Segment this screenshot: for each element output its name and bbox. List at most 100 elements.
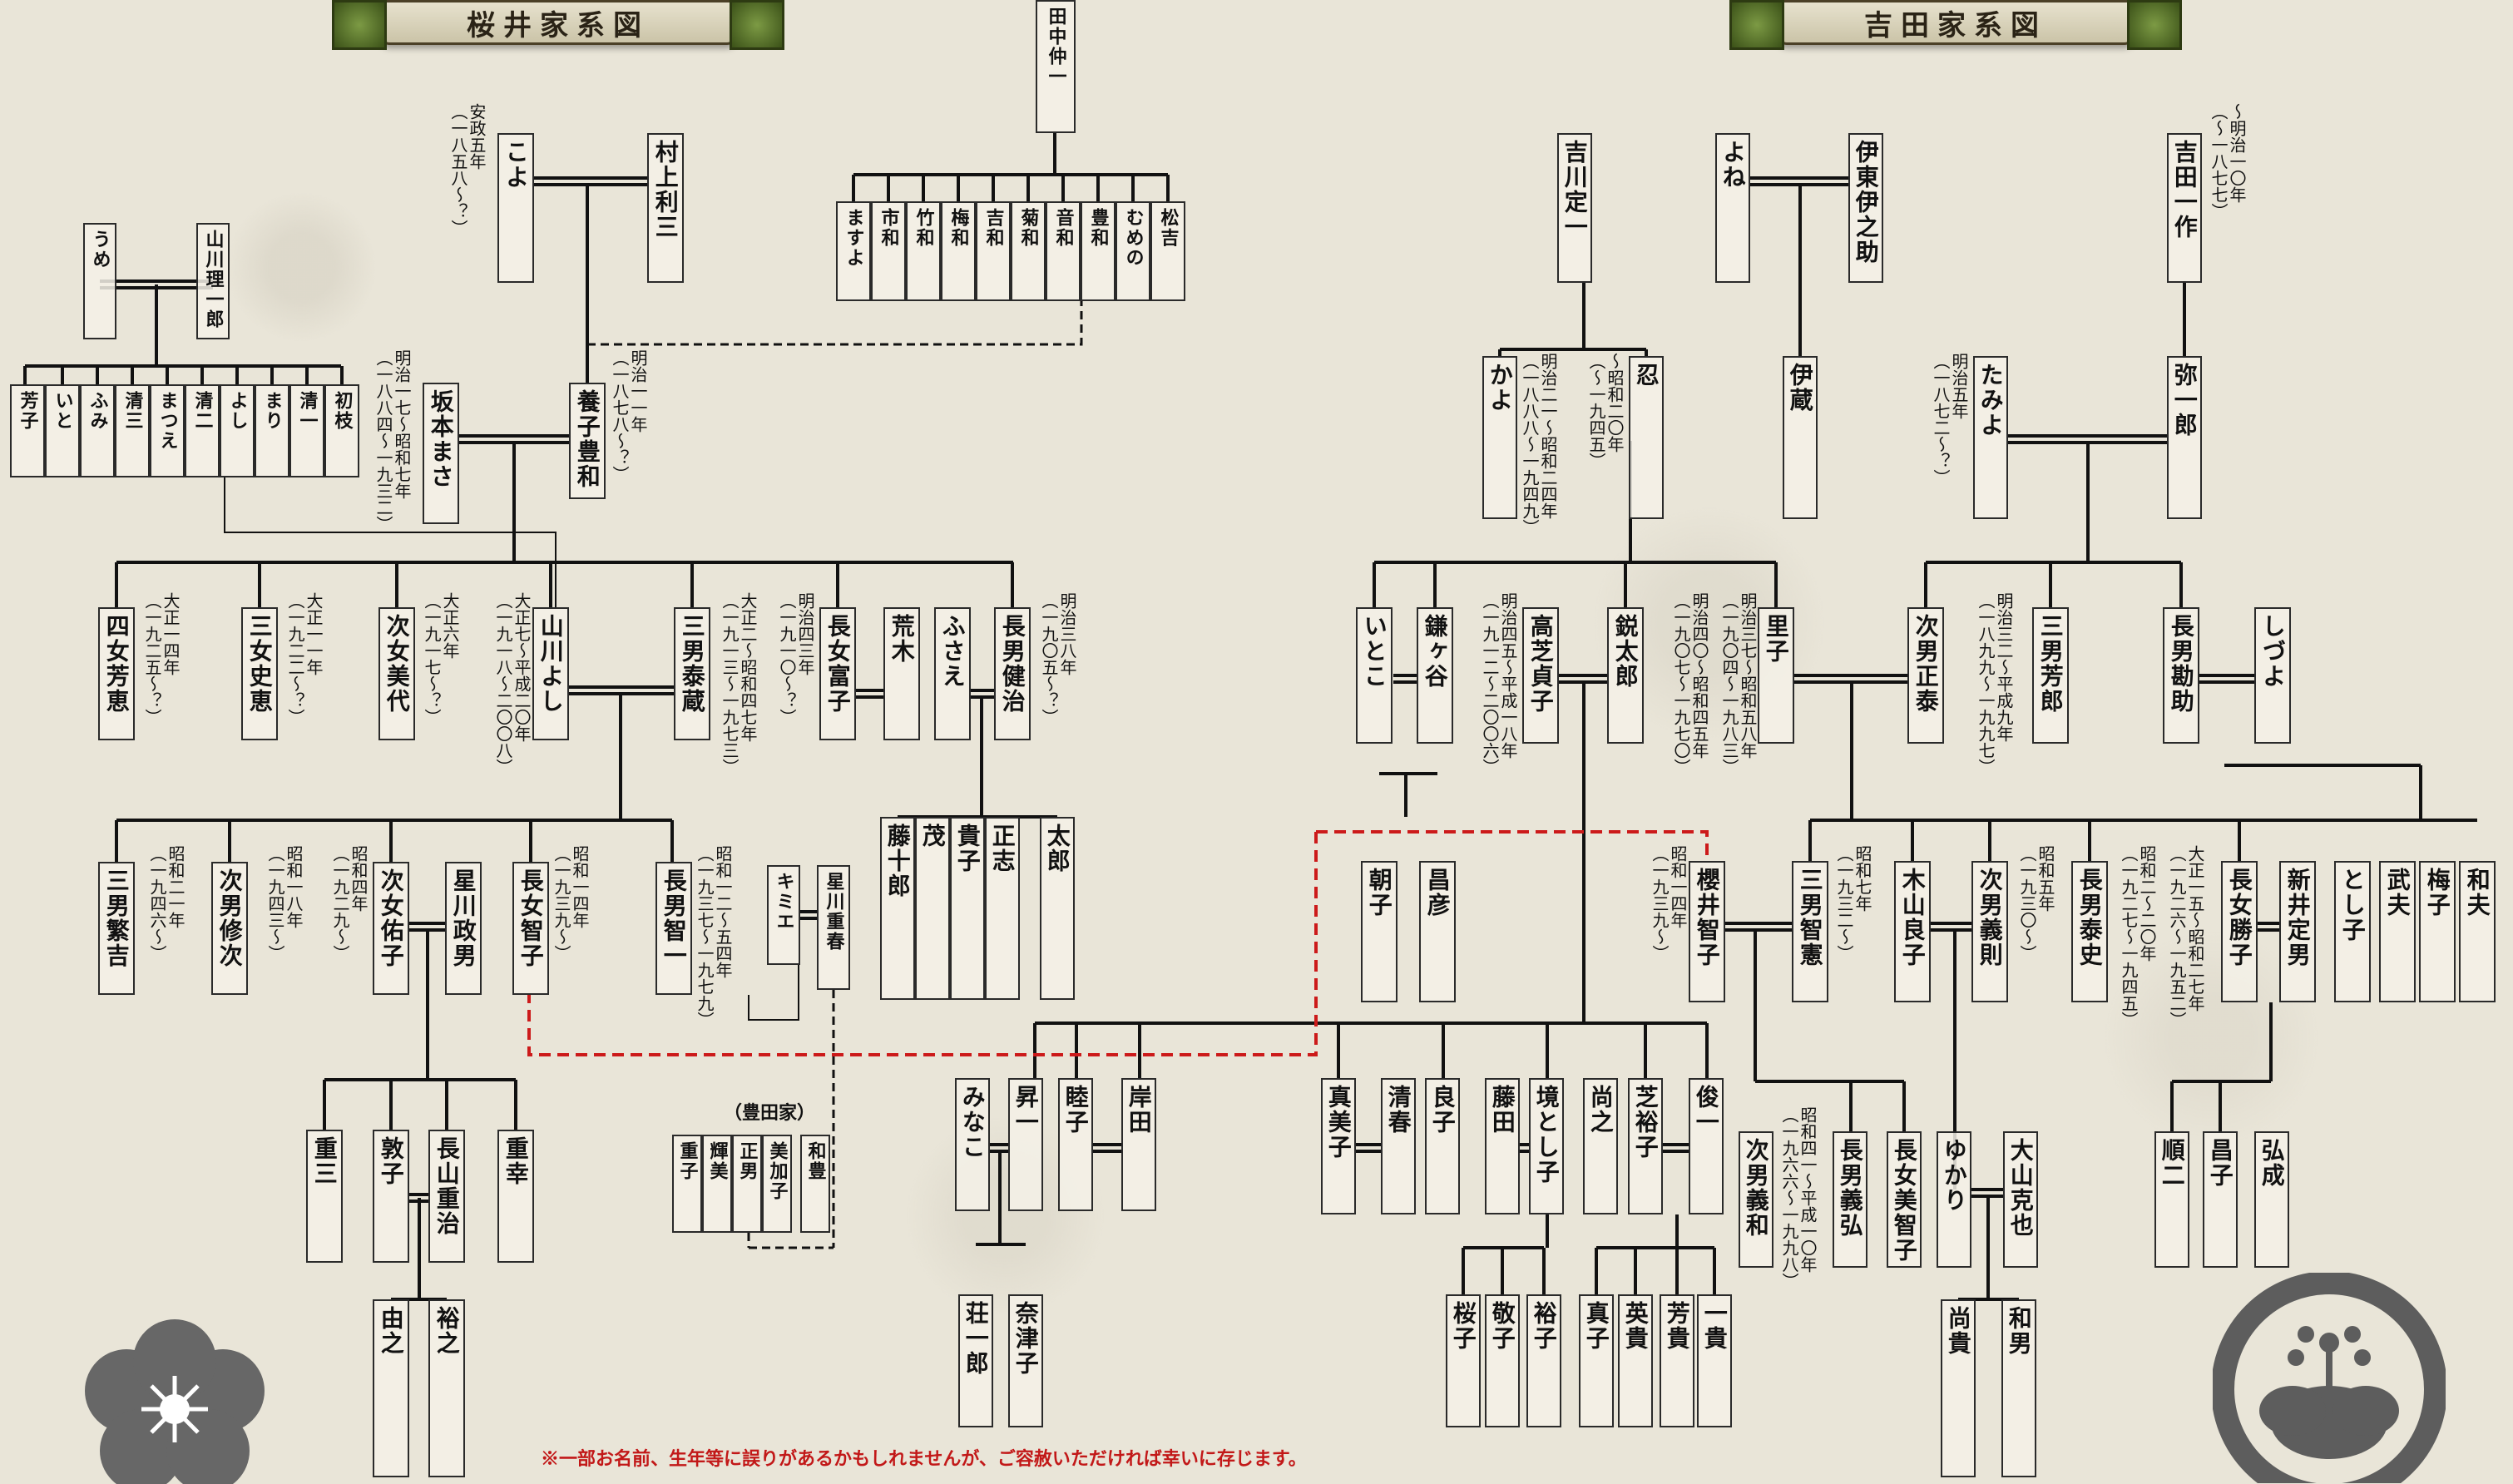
person-fumi: ふみ (80, 384, 115, 477)
person-name: 忍 (1634, 363, 1658, 388)
life-dates: 大正一一年 （一九二二〜？） (286, 592, 323, 725)
person-name: 昌彦 (1425, 868, 1449, 918)
life-dates: 昭和一八年 （一九四三〜） (266, 845, 303, 962)
person-name: 竹和 (913, 208, 932, 248)
person-sakurai_tomoko: 櫻井智子 (1689, 861, 1725, 1002)
person-name: 長男泰史 (2077, 868, 2101, 967)
person-seizo: 清三 (115, 384, 150, 477)
life-dates: 安政五年 （一八五八〜？） (449, 103, 486, 236)
person-hiroyuki: 裕之 (428, 1299, 465, 1477)
person-name: 和豊 (805, 1141, 824, 1181)
person-sukesuke: 長男勘助 (2163, 607, 2199, 744)
person-atsuko: 敦子 (373, 1130, 409, 1263)
person-shinobu: 忍 (1629, 356, 1664, 519)
person-name: 四女芳恵 (104, 614, 128, 714)
life-dates: 明治五年 （一八七二〜？） (1932, 353, 1968, 486)
person-name: 三男繁吉 (104, 868, 128, 968)
person-name: 清春 (1386, 1085, 1410, 1135)
person-name: 大山克也 (2008, 1138, 2032, 1238)
person-name: 三女史恵 (247, 614, 271, 714)
person-otowa: 音和 (1046, 201, 1081, 301)
person-name: 星川政男 (451, 868, 475, 968)
person-satoko2: 里子 (1758, 607, 1794, 744)
person-name: 奈津子 (1013, 1301, 1037, 1376)
person-name: ふさえ (940, 614, 964, 689)
person-name: 長女美智子 (1892, 1138, 1916, 1263)
person-yamakawayoshi: 山川よし (532, 607, 569, 740)
person-hoshikawa: 星川政男 (445, 862, 482, 995)
person-name: 弥一郎 (2172, 363, 2196, 438)
person-name: 茂 (920, 824, 944, 848)
person-name: 芳子 (17, 391, 37, 431)
person-mumeno: むめの (1116, 201, 1150, 301)
person-takako: 貴子 (950, 817, 985, 1000)
person-name: 和男 (2006, 1306, 2031, 1356)
person-name: 一貴 (1702, 1301, 1726, 1351)
person-shoichi: 昇一 (1008, 1078, 1043, 1211)
person-takewa: 竹和 (906, 201, 941, 301)
person-jun2: 順二 (2154, 1131, 2189, 1268)
person-eitaro: 鋭太郎 (1607, 607, 1644, 744)
person-araki: 荒木 (883, 607, 920, 740)
person-hatsue: 初枝 (324, 384, 359, 477)
person-name: 三男智憲 (1798, 868, 1822, 967)
person-fusae: ふさえ (934, 607, 971, 740)
person-toyowa: 豊和 (1081, 201, 1116, 301)
person-mamiko: 真美子 (1321, 1078, 1356, 1214)
person-name: しづよ (2260, 614, 2284, 689)
person-umewa: 梅和 (941, 201, 976, 301)
person-kiyama: 木山良子 (1894, 861, 1931, 1002)
person-itoko: いとこ (1356, 607, 1393, 744)
person-yasushi: 長男泰史 (2071, 861, 2108, 1002)
person-name: まり (262, 391, 281, 431)
person-name: 真美子 (1326, 1085, 1350, 1160)
person-yaichiro: 弥一郎 (2167, 356, 2202, 519)
person-name: 岸田 (1126, 1085, 1150, 1135)
life-dates: 明治三八年 （一九〇五〜？） (1040, 592, 1076, 725)
person-tomoko_s: 朝子 (1361, 861, 1397, 1002)
life-dates: 昭和四年 （一九二九〜） (331, 845, 368, 962)
person-fumie: 三女史恵 (241, 607, 278, 740)
person-yoshiki: 芳貴 (1660, 1294, 1694, 1427)
person-takashiba: 高芝貞子 (1522, 607, 1559, 744)
person-name: 桜子 (1451, 1301, 1475, 1351)
person-ichiwa: 市和 (871, 201, 906, 301)
person-name: 次男修次 (217, 868, 241, 968)
person-name: 敬子 (1490, 1301, 1514, 1351)
life-dates: 大正七〜平成二〇年 （一九一八〜二〇〇八） (494, 592, 531, 775)
person-umeko: 梅子 (2419, 861, 2456, 1002)
person-name: 次女美代 (384, 614, 408, 714)
life-dates: 昭和二〜二〇年 （一九二七〜一九四五） (2120, 845, 2156, 1028)
person-naoyuki: 尚之 (1583, 1078, 1618, 1214)
person-katsuko: 長女勝子 (2221, 861, 2258, 1002)
person-yone: よね (1715, 133, 1750, 283)
person-ume: うめ (83, 223, 116, 339)
person-name: 長男義弘 (1838, 1138, 1862, 1238)
person-ryoko: 良子 (1425, 1078, 1460, 1214)
person-yoshihiro: 長男義弘 (1833, 1131, 1867, 1268)
person-name: 吉川定一 (1562, 140, 1586, 240)
person-name: 良子 (1430, 1085, 1454, 1135)
life-dates: 大正一五〜昭和二七年 （一九二六〜一九五二） (2168, 845, 2204, 1028)
person-name: うめ (90, 230, 109, 270)
person-name: 藤田 (1490, 1085, 1514, 1135)
person-name: いとこ (1362, 614, 1386, 689)
person-akiko: 昌子 (2203, 1131, 2238, 1268)
person-name: 吉和 (983, 208, 1002, 248)
person-matsue: まつえ (150, 384, 185, 477)
person-yoshiwa: 吉和 (976, 201, 1011, 301)
person-name: 長女富子 (825, 614, 849, 714)
person-kimie: キミエ (767, 865, 800, 965)
person-juzo: 重三 (306, 1130, 343, 1263)
person-shizuyo: しづよ (2254, 607, 2291, 744)
person-name: 星川重春 (824, 872, 843, 952)
person-shigekichi: 三男繁吉 (98, 862, 135, 995)
person-toyokazu: 養子豊和 (569, 383, 606, 499)
person-name: 清一 (297, 391, 316, 431)
person-name: 朝子 (1367, 868, 1391, 918)
person-nagayama: 長山重治 (428, 1130, 465, 1263)
person-eiki: 英貴 (1618, 1294, 1653, 1427)
person-name: 貴子 (955, 824, 979, 873)
person-name: みなこ (960, 1085, 984, 1160)
person-name: 昇一 (1013, 1085, 1037, 1135)
